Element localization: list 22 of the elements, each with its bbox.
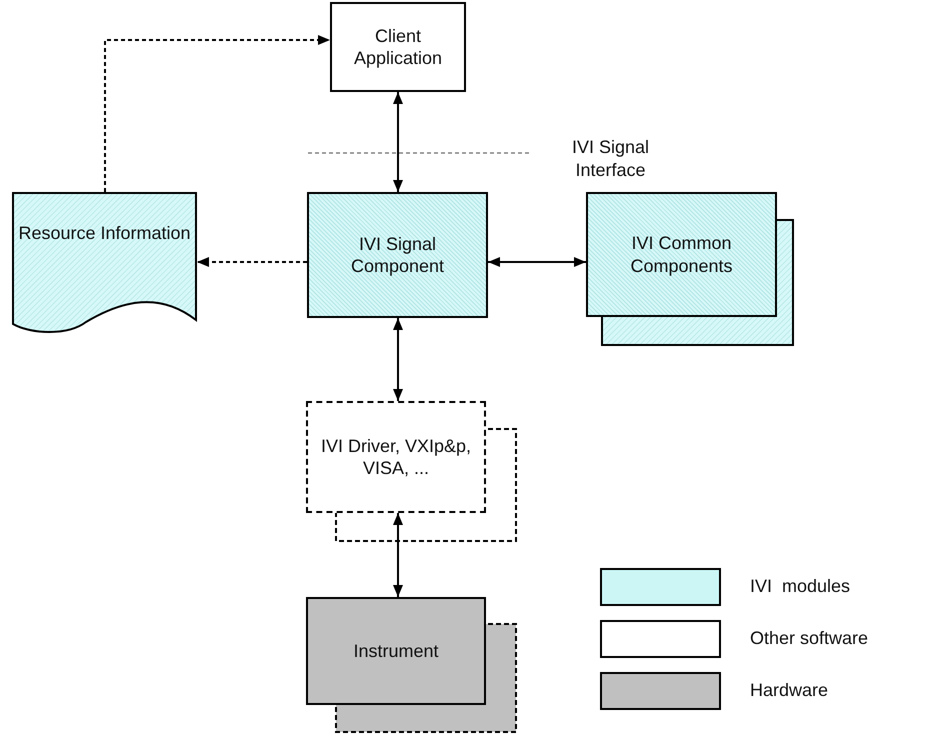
arrow [197, 257, 307, 267]
node-label: IVI Common Components [629, 232, 734, 277]
process-box [586, 192, 777, 317]
node-label: IVI Signal Component [350, 232, 446, 278]
process-box [306, 597, 486, 705]
process-box [307, 192, 488, 318]
arrow [488, 257, 586, 267]
arrow [393, 92, 403, 192]
node-label: Resource Information [17, 222, 192, 244]
process-box [306, 401, 486, 513]
document-shape [12, 192, 197, 334]
interface-label: IVI Signal Interface [570, 136, 650, 182]
node-label: Instrument [352, 640, 440, 662]
legend-label: IVI modules [750, 576, 850, 597]
arrow [104, 35, 330, 192]
arrow [393, 513, 403, 597]
legend-label: Hardware [750, 680, 828, 701]
arrow [393, 318, 403, 401]
node-label: Client Application [352, 24, 444, 70]
legend-label: Other software [750, 628, 868, 649]
node-label: IVI Driver, VXIp&p, VISA, ... [320, 434, 472, 480]
process-box [330, 2, 466, 92]
